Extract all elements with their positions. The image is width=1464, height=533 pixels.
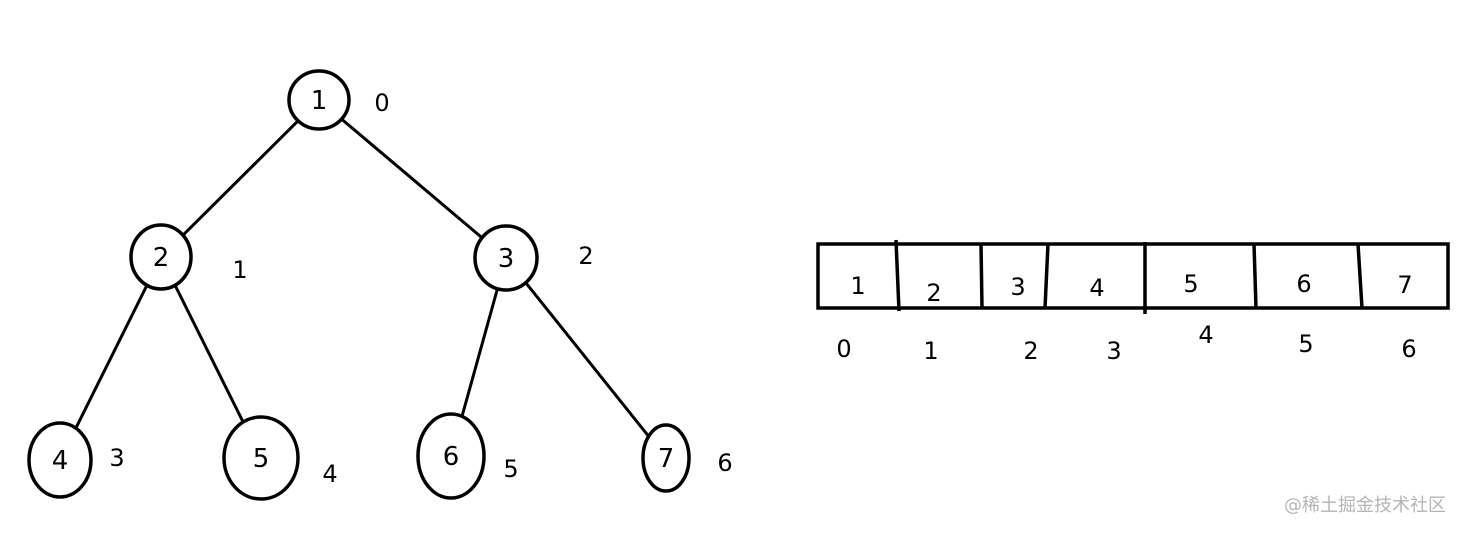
- watermark: @稀土掘金技术社区: [1284, 495, 1446, 516]
- array-cell-index: 6: [1401, 335, 1416, 363]
- array-divider: [979, 243, 984, 309]
- tree-edge: [340, 117, 484, 240]
- array-cell-index: 2: [1023, 337, 1038, 365]
- array-divider: [1356, 243, 1364, 309]
- array-cell-value: 3: [1010, 273, 1025, 301]
- array-divider: [1043, 243, 1050, 309]
- tree-node-index: 5: [503, 455, 518, 483]
- array-cell-index: 4: [1198, 321, 1213, 349]
- tree-node-circle: [473, 224, 539, 292]
- tree-node-index: 2: [578, 242, 593, 270]
- array-cell-value: 1: [850, 272, 865, 300]
- tree-node-index: 3: [109, 444, 124, 472]
- tree-node-index: 0: [374, 89, 389, 117]
- tree-node-value: 3: [498, 244, 515, 274]
- array-cell-index: 0: [836, 335, 851, 363]
- tree-node-index: 6: [717, 449, 732, 477]
- array-cell-index: 3: [1106, 337, 1121, 365]
- array-cell-value: 2: [926, 279, 941, 307]
- tree-edge: [173, 283, 245, 424]
- tree-edge: [524, 281, 651, 438]
- array-border: [816, 242, 1450, 310]
- tree-edges: [74, 117, 651, 438]
- array-cell-index: 1: [923, 337, 938, 365]
- tree-node-value: 1: [311, 86, 328, 116]
- array-cell-index: 5: [1298, 330, 1313, 358]
- tree-node-value: 5: [253, 444, 270, 474]
- tree-edge: [74, 283, 149, 430]
- tree-node-value: 4: [52, 446, 69, 476]
- array-divider: [1252, 243, 1258, 309]
- array-cell-value: 4: [1089, 274, 1104, 302]
- tree-node-index: 4: [322, 460, 337, 488]
- tree-node-circle: [129, 223, 193, 291]
- tree-node-circle: [641, 423, 691, 493]
- tree-node-value: 2: [153, 243, 170, 273]
- tree-node-circle: [416, 412, 486, 500]
- array-cell-value: 7: [1397, 271, 1412, 299]
- tree-node-index: 1: [232, 256, 247, 284]
- tree-edge: [460, 287, 499, 418]
- tree-edge: [181, 119, 300, 237]
- tree-node-value: 7: [658, 444, 675, 474]
- array-divider: [894, 239, 901, 312]
- tree-node-value: 6: [443, 442, 460, 472]
- tree-node-circle: [222, 415, 300, 501]
- array-cell-value: 6: [1296, 270, 1311, 298]
- tree-node-circle: [287, 69, 351, 131]
- tree-node-circle: [27, 421, 93, 499]
- array-cell-value: 5: [1183, 270, 1198, 298]
